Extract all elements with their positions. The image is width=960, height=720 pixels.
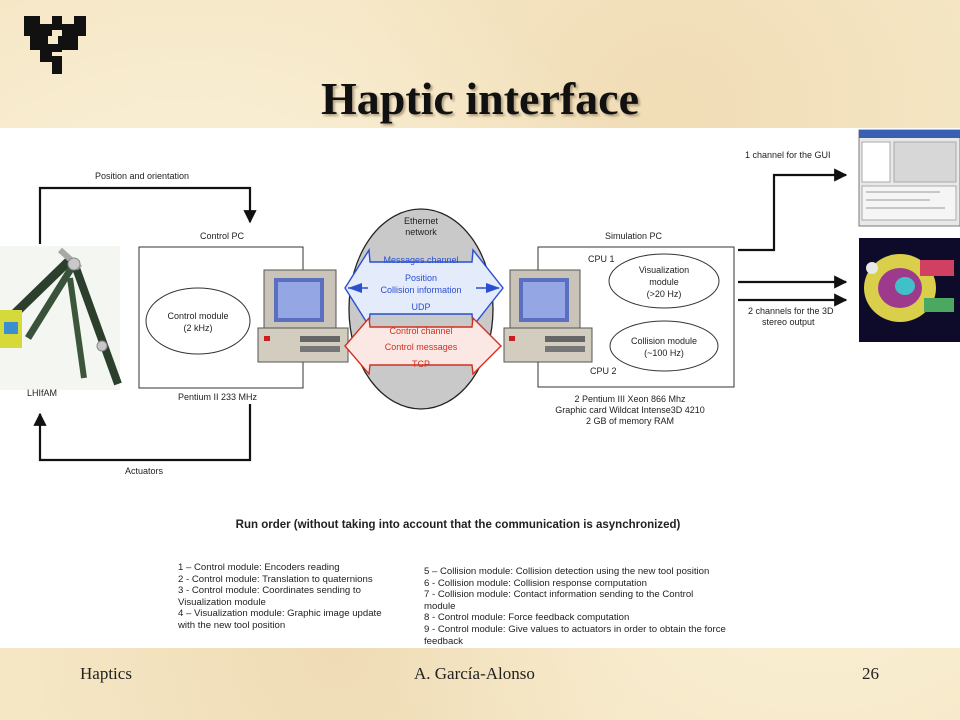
cpu2-label: CPU 2 <box>590 366 617 376</box>
messages-channel-label: Messages channel <box>383 255 458 265</box>
control-module-label: Control module <box>167 311 228 321</box>
slide-title: Haptic interface <box>320 73 640 124</box>
stereo-render-thumbnail <box>859 238 960 342</box>
control-pc-title: Control PC <box>200 231 245 241</box>
step-item: 1 – Control module: Encoders reading <box>178 562 340 573</box>
collision-label-2: (~100 Hz) <box>644 348 684 358</box>
haptic-architecture-diagram: LHIfAM Position and orientation Actuator… <box>0 129 960 531</box>
step-item: 6 - Collision module: Collision response… <box>424 577 647 589</box>
run-order-title: Run order (without taking into account t… <box>236 519 681 531</box>
step-item: 3 - Control module: Coordinates sending … <box>178 585 361 608</box>
control-computer-icon <box>257 269 349 363</box>
position-orientation-label: Position and orientation <box>95 171 189 181</box>
position-arrow <box>38 186 257 244</box>
haptic-device-image <box>0 246 122 390</box>
stereo-output-label-2: stereo output <box>762 317 815 327</box>
step-item: 8 - Control module: Force feedback compu… <box>424 612 630 624</box>
ethernet-title-2: network <box>405 227 437 237</box>
stereo-output-label-1: 2 channels for the 3D <box>748 306 834 316</box>
steps-right-list: 5 – Collision module: Collision detectio… <box>424 566 754 647</box>
viz-label-1: Visualization <box>639 265 689 275</box>
sim-spec-3: 2 GB of memory RAM <box>586 416 674 426</box>
footer-left: Haptics <box>80 664 132 683</box>
page-number: 26 <box>862 664 879 683</box>
gui-arrow <box>738 168 848 252</box>
position-label: Position <box>405 273 437 283</box>
udp-label: UDP <box>411 302 430 312</box>
gui-screenshot-thumbnail <box>858 129 960 227</box>
ethernet-title-1: Ethernet <box>404 216 439 226</box>
tcp-label: TCP <box>412 359 430 369</box>
university-logo <box>24 16 86 74</box>
step-item: 7 - Collision module: Contact informatio… <box>424 589 694 612</box>
control-channel-label: Control channel <box>389 326 452 336</box>
simulation-pc-title: Simulation PC <box>605 231 663 241</box>
cpu1-label: CPU 1 <box>588 254 615 264</box>
step-item: 4 – Visualization module: Graphic image … <box>178 608 382 631</box>
actuators-label: Actuators <box>125 466 164 476</box>
simulation-computer-icon <box>503 269 593 363</box>
sim-spec-2: Graphic card Wildcat Intense3D 4210 <box>555 405 705 415</box>
footer-author: A. García-Alonso <box>414 664 535 683</box>
control-module-rate: (2 kHz) <box>184 323 213 333</box>
actuators-arrow <box>33 404 252 462</box>
collision-module-ellipse <box>609 320 719 372</box>
step-item: 9 - Control module: Give values to actua… <box>424 623 726 647</box>
steps-left-list: 1 – Control module: Encoders reading 2 -… <box>178 562 410 632</box>
control-pc-cpu: Pentium II 233 MHz <box>178 392 258 402</box>
step-item: 5 – Collision module: Collision detectio… <box>424 566 710 577</box>
control-messages-label: Control messages <box>385 342 458 352</box>
viz-label-3: (>20 Hz) <box>647 289 682 299</box>
visualization-module-ellipse <box>608 253 720 309</box>
device-label: LHIfAM <box>27 388 57 398</box>
collision-info-label: Collision information <box>380 285 461 295</box>
viz-label-2: module <box>649 277 679 287</box>
control-module-ellipse <box>145 287 251 355</box>
tcp-arrow <box>344 316 502 376</box>
collision-label-1: Collision module <box>631 336 697 346</box>
sim-spec-1: 2 Pentium III Xeon 866 Mhz <box>574 394 686 404</box>
step-item: 2 - Control module: Translation to quate… <box>178 573 373 585</box>
gui-output-label: 1 channel for the GUI <box>745 150 831 160</box>
